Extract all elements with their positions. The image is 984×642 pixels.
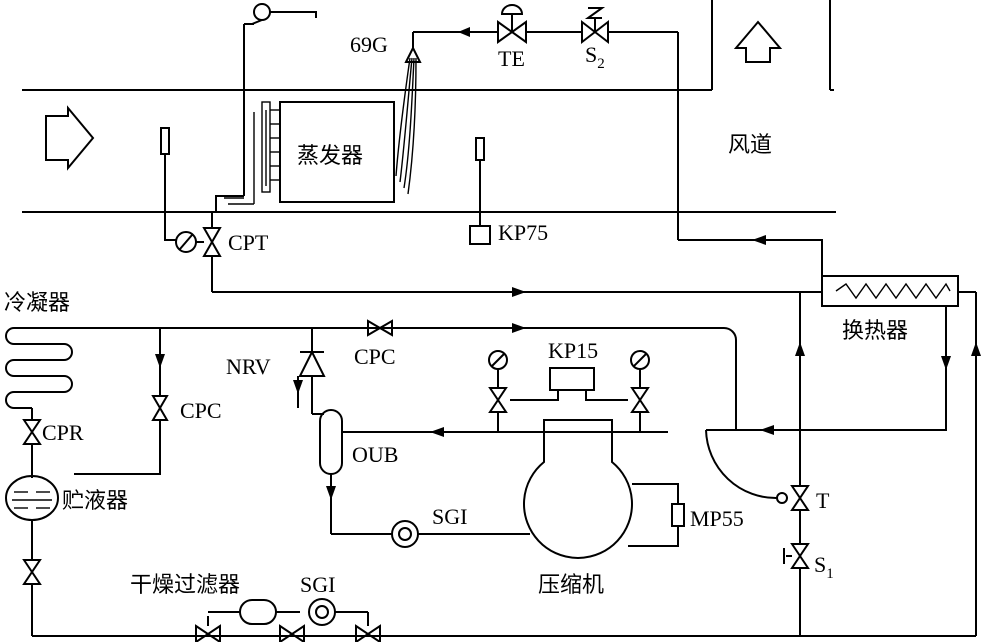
condenser-label: 冷凝器 [4,291,70,316]
valve-s1-label: S1 [814,552,834,582]
valve-69g-icon [404,45,422,63]
valve-te-label: TE [498,46,525,71]
kp15-valve-left[interactable] [488,387,508,413]
kp75-switch-icon [469,225,491,245]
s1-solenoid-valve[interactable] [783,543,810,569]
condenser-coil [5,327,73,409]
sight-glass-lower [308,598,336,626]
s2-solenoid-valve[interactable] [581,7,609,45]
valve-s2-label: S2 [585,42,605,72]
cpc-valve-top[interactable] [367,319,393,337]
kp15-valve-right[interactable] [630,387,650,413]
valve-cpc-top-label: CPC [354,344,396,369]
air-duct-label: 风道 [728,133,772,158]
filter-drier [239,599,277,625]
heat-exchanger [821,275,959,307]
switch-kp75-label: KP75 [498,220,548,245]
filter-drier-label: 干燥过滤器 [130,573,240,598]
valve-nrv-label: NRV [226,354,271,379]
thermostat-probe-mid [475,137,485,161]
evaporator [261,101,395,203]
te-expansion-valve[interactable] [497,4,527,44]
airflow-up-arrow-icon [733,20,783,63]
nrv-check-valve[interactable] [298,349,326,377]
valve-t-label: T [816,488,830,513]
sight-glass-upper [391,520,419,548]
valve-cpr-label: CPR [42,420,84,445]
receiver-label: 贮液器 [62,489,128,514]
switch-mp55-label: MP55 [690,506,744,531]
compressor-label: 压缩机 [538,573,604,598]
filter-valve-1[interactable] [195,624,221,642]
valve-cpt-label: CPT [228,230,269,255]
compressor [523,419,633,559]
t-valve[interactable] [776,485,810,511]
cpc-valve-left[interactable] [151,395,169,421]
valve-69g-label: 69G [350,32,388,57]
thermostat-probe-left [160,127,170,155]
air-duct [22,0,836,213]
receiver-tank [5,475,59,521]
evaporator-label: 蒸发器 [297,144,363,169]
switch-kp15-label: KP15 [548,338,598,363]
sight-glass-upper-label: SGI [432,504,467,529]
cpt-valve[interactable] [202,227,222,257]
oil-separator-oub-label: OUB [352,442,398,467]
oub-oil-separator [319,409,343,475]
sensing-bulb-icon [253,3,271,21]
mp55-switch-icon [671,503,685,527]
sight-glass-lower-label: SGI [300,572,335,597]
airflow-in-arrow-icon [45,105,95,171]
receiver-outlet-valve[interactable] [22,559,42,585]
filter-valve-3[interactable] [355,624,381,642]
heat-exchanger-label: 换热器 [842,319,908,344]
kp15-switch-icon [549,367,595,391]
bypass-arc [705,429,779,500]
valve-cpc-left-label: CPC [180,398,222,423]
filter-valve-2[interactable] [279,624,305,642]
cpr-valve[interactable] [22,419,42,445]
distributor-tubes [395,57,417,195]
